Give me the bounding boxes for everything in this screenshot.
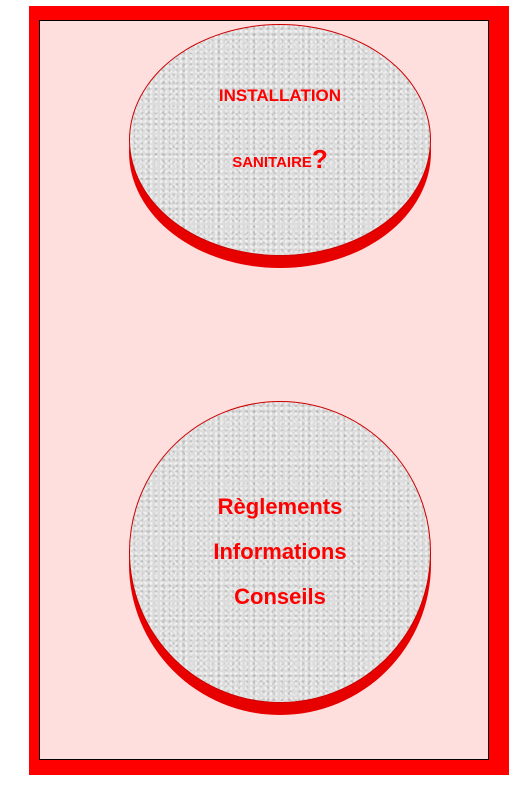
topics-bubble: Règlements Informations Conseils (129, 401, 431, 715)
question-mark: ? (311, 143, 328, 174)
topic-conseils: Conseils (234, 584, 326, 609)
title-word-sanitaire: SANITAIRE (232, 153, 312, 171)
title-line-installation: INSTALLATION (218, 85, 342, 105)
red-frame: INSTALLATION SANITAIRE? Règlements Infor… (29, 6, 509, 775)
title-line-sanitaire: SANITAIRE? (232, 144, 328, 175)
bubble-face: INSTALLATION SANITAIRE? (129, 24, 431, 256)
installation-bubble: INSTALLATION SANITAIRE? (129, 24, 431, 268)
topic-reglements: Règlements (217, 494, 343, 519)
pink-panel: INSTALLATION SANITAIRE? Règlements Infor… (39, 20, 489, 760)
bubble-face: Règlements Informations Conseils (129, 401, 431, 703)
topic-informations: Informations (213, 539, 347, 564)
